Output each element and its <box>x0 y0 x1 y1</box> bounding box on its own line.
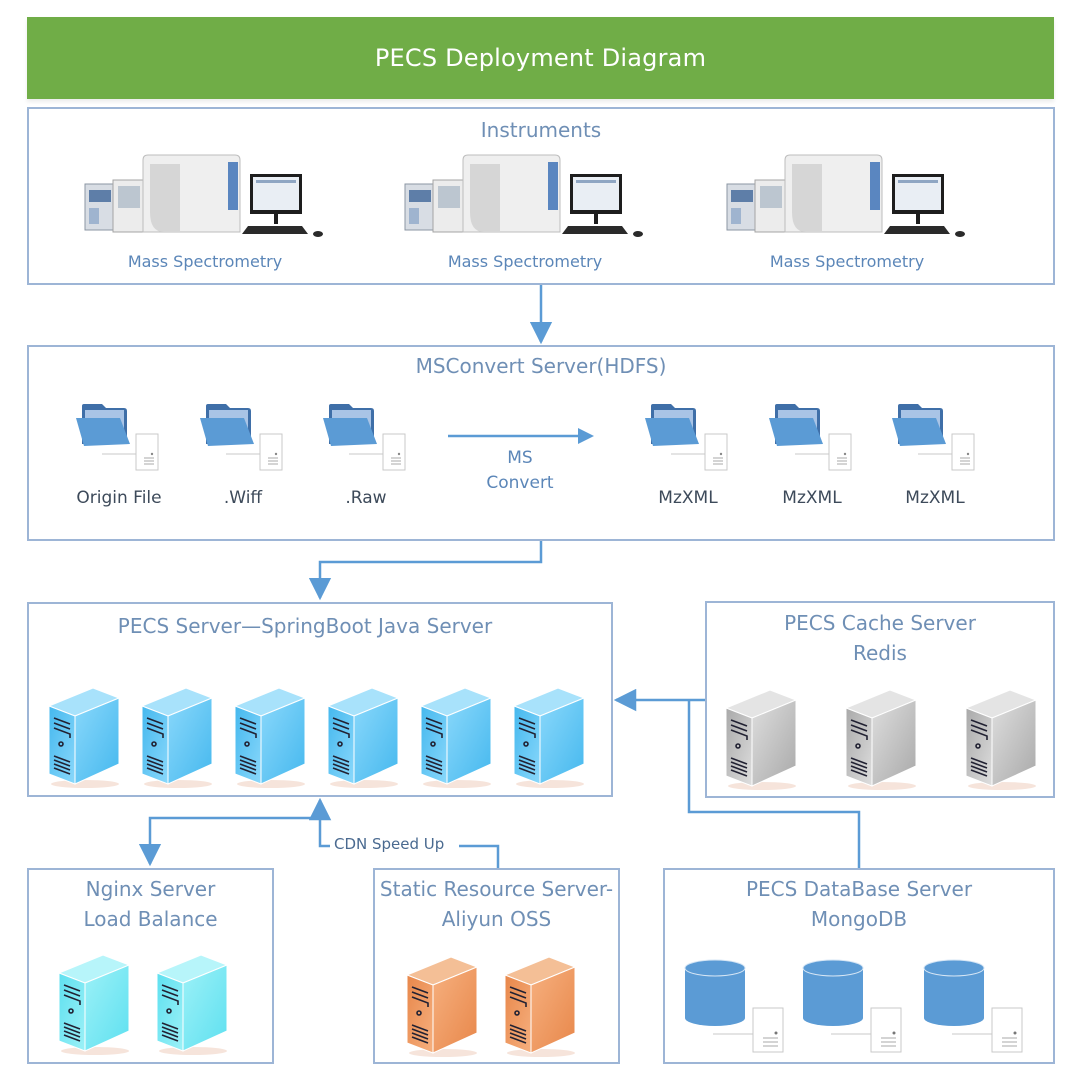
database-icon <box>683 956 793 1060</box>
database-icon <box>922 956 1032 1060</box>
output-file-label: MzXML <box>782 488 842 508</box>
folder-file-icon <box>890 402 980 481</box>
ms-convert-label-line2: Convert <box>486 473 554 493</box>
input-file-label: .Wiff <box>223 488 263 508</box>
diagram-title-bar: PECS Deployment Diagram <box>27 17 1054 99</box>
folder-file-icon <box>198 402 288 481</box>
folder-file-icon <box>321 402 411 481</box>
app-server-icon <box>324 684 402 793</box>
connector-app-server-to-nginx <box>138 816 320 867</box>
nginx-server-box: Nginx Server Load Balance <box>27 868 274 1064</box>
instrument-label: Mass Spectrometry <box>447 252 603 271</box>
output-file-label: MzXML <box>905 488 965 508</box>
app-server-title: PECS Server—SpringBoot Java Server <box>117 614 493 638</box>
nginx-server-title-line2: Load Balance <box>83 907 218 931</box>
output-file-label: MzXML <box>658 488 718 508</box>
static-server-icon <box>403 953 481 1062</box>
folder-file-icon <box>767 402 857 481</box>
app-server-icon <box>45 684 123 793</box>
ms-convert-arrow-icon <box>448 428 594 444</box>
input-file-label: .Raw <box>345 488 387 508</box>
cache-server-icon <box>722 686 800 795</box>
mass-spectrometer-icon <box>400 152 650 246</box>
folder-file-icon <box>643 402 733 481</box>
static-server-title-line2: Aliyun OSS <box>441 907 552 931</box>
cache-server-icon <box>962 686 1040 795</box>
nginx-server-title-line1: Nginx Server <box>85 877 216 901</box>
mass-spectrometer-icon <box>80 152 330 246</box>
input-file-label: Origin File <box>76 488 162 508</box>
diagram-title: PECS Deployment Diagram <box>374 44 707 72</box>
static-server-icon <box>501 953 579 1062</box>
app-server-icon <box>417 684 495 793</box>
ms-convert-label-line1: MS <box>507 448 533 468</box>
app-server-icon <box>510 684 588 793</box>
static-server-title-line1: Static Resource Server- <box>379 877 614 901</box>
cache-server-title-line2: Redis <box>853 641 907 665</box>
database-server-title-line1: PECS DataBase Server <box>745 877 973 901</box>
database-icon <box>801 956 911 1060</box>
database-server-title-line2: MongoDB <box>810 907 908 931</box>
nginx-server-icon <box>153 951 231 1060</box>
connector-static-to-app-server <box>318 818 330 848</box>
app-server-icon <box>231 684 309 793</box>
connector-msconvert-to-app-server <box>308 540 543 601</box>
instrument-label: Mass Spectrometry <box>769 252 925 271</box>
cdn-speed-up-label: CDN Speed Up <box>332 835 447 853</box>
msconvert-box: MSConvert Server(HDFS) <box>27 345 1055 541</box>
static-server-box: Static Resource Server- Aliyun OSS <box>373 868 620 1064</box>
cache-server-title-line1: PECS Cache Server <box>784 611 976 635</box>
instrument-label: Mass Spectrometry <box>127 252 283 271</box>
nginx-server-icon <box>55 951 133 1060</box>
msconvert-title: MSConvert Server(HDFS) <box>415 354 667 378</box>
cache-server-icon <box>842 686 920 795</box>
app-server-icon <box>138 684 216 793</box>
instruments-title: Instruments <box>480 118 602 142</box>
mass-spectrometer-icon <box>722 152 972 246</box>
folder-file-icon <box>74 402 164 481</box>
